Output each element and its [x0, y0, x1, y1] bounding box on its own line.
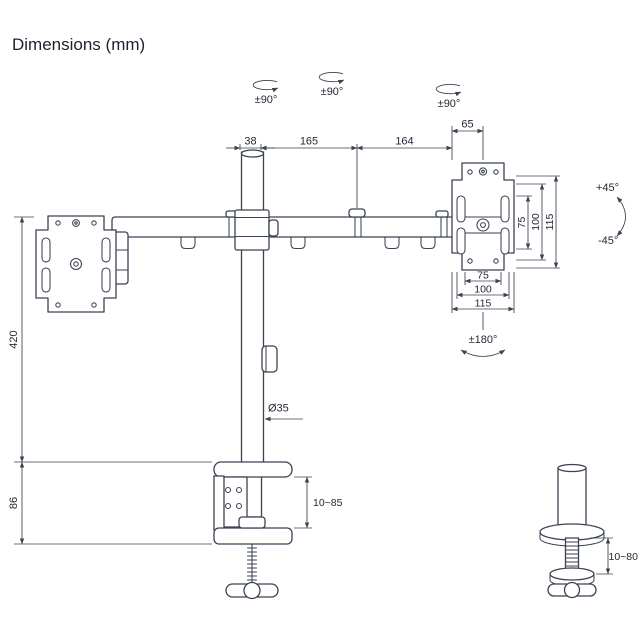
cable-clip: [290, 236, 306, 250]
clamp-pad: [238, 516, 266, 529]
arm-elbow-tab: [348, 208, 366, 218]
dim-arm-segment-1: 165: [300, 136, 318, 148]
vesa-vertical-inner: 75: [516, 217, 528, 229]
grommet-washer-bottom: [549, 567, 595, 581]
clamp-top-plate: [213, 461, 293, 478]
vesa-plate-right: [451, 162, 515, 271]
grommet-mount: [539, 463, 605, 599]
dim-plate-offset: 65: [461, 119, 473, 131]
tilt-up-label: +45°: [596, 182, 619, 194]
dim-arm-segment-2: 164: [395, 136, 413, 148]
grommet-range-label: 10~80: [609, 551, 639, 563]
elbow-rotation-arrow: [318, 72, 345, 85]
clamp-knob-hub: [243, 581, 261, 600]
vesa-plate-left: [35, 215, 129, 313]
swivel-rotation-arrow: [460, 349, 506, 357]
arm-bar: [111, 216, 456, 238]
pole-height-label: 420: [8, 330, 20, 348]
desk-clamp: [213, 461, 293, 600]
plate-rotation-arrow: [435, 84, 462, 97]
pole-rotation-arrow: [252, 80, 279, 93]
cable-clip: [420, 236, 436, 250]
vesa-horizontal-outer: 115: [475, 298, 492, 310]
grommet-pole-top: [557, 463, 587, 473]
pole: [234, 149, 279, 466]
pole-cable-clip: [261, 345, 278, 373]
tilt-rotation-arrow: [616, 196, 626, 237]
swivel-label: ±180°: [469, 334, 498, 346]
rotation-pole-label: ±90°: [255, 94, 278, 106]
collar-knob: [268, 219, 279, 237]
clamp-range-label: 10~85: [313, 497, 343, 509]
grommet-knob-hub: [563, 581, 581, 599]
page-title: Dimensions (mm): [12, 35, 145, 54]
tilt-down-label: -45°: [598, 235, 618, 247]
vesa-horizontal-inner: 75: [477, 270, 489, 282]
pole-diameter-label: Ø35: [268, 403, 289, 415]
cable-clip: [180, 236, 196, 250]
clamp-arm-vertical: [213, 475, 225, 531]
pole-top-cap: [240, 149, 265, 158]
pole-collar: [234, 209, 270, 251]
vesa-horizontal-middle: 100: [474, 284, 492, 296]
clamp-arm-bottom: [213, 527, 293, 545]
cable-clip: [384, 236, 400, 250]
rotation-elbow-label: ±90°: [321, 86, 344, 98]
vesa-vertical-outer: 115: [544, 213, 556, 230]
arm-assembly: [111, 208, 456, 250]
pole-body: [240, 151, 265, 466]
arm-end-tab: [435, 210, 449, 218]
clamp-height-label: 86: [8, 497, 20, 509]
vesa-vertical-middle: 100: [530, 213, 542, 231]
dimension-lines: [14, 72, 626, 575]
dimension-labels: Dimensions (mm) 38 165 164 65 ±90° ±90° …: [8, 35, 638, 563]
grommet-pole-stub: [557, 467, 587, 531]
rotation-plate-label: ±90°: [438, 98, 461, 110]
dim-pole-offset: 38: [244, 136, 256, 148]
